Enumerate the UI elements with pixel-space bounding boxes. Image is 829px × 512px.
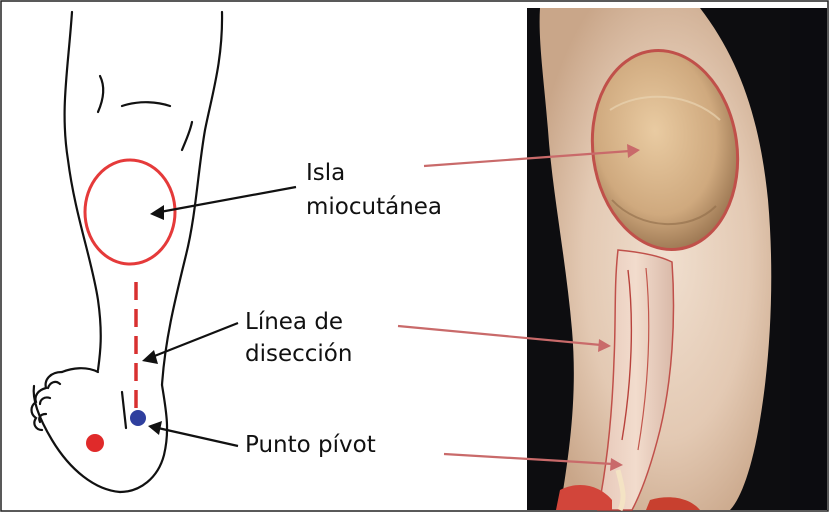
leg-drawing	[32, 12, 223, 492]
label-isla-line1: Isla	[306, 160, 345, 187]
label-linea-line2: disección	[245, 341, 352, 368]
pivot-point-dot	[130, 410, 146, 426]
arrow-dissection	[152, 323, 238, 357]
label-linea-line1: Línea de	[245, 309, 343, 336]
label-punto-pivot: Punto pívot	[245, 432, 376, 459]
label-isla-line2: miocutánea	[306, 194, 442, 221]
surgical-photo	[527, 8, 827, 510]
heel-dot	[86, 434, 104, 452]
arrow-pivot	[158, 428, 238, 446]
arrow-island	[160, 187, 296, 212]
